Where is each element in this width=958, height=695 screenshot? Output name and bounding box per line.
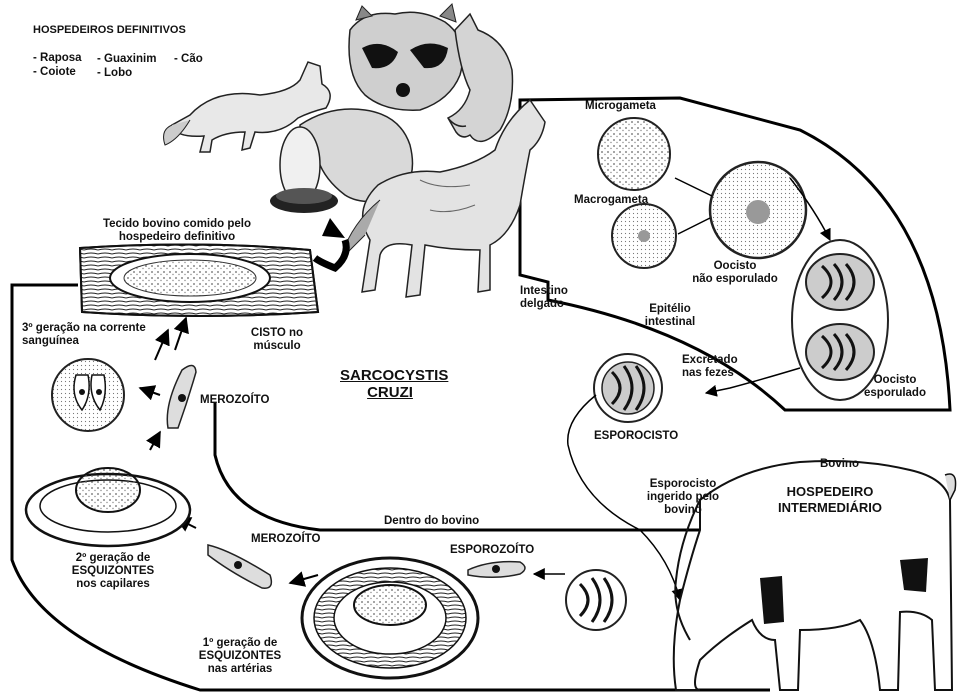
sporozoite-illustration (468, 562, 525, 578)
first-generation-label-line1: 1º geração de (185, 637, 295, 650)
inside-cow-label: Dentro do bovino (384, 515, 479, 528)
intestinal-epithelium-label-line2: intestinal (630, 316, 710, 329)
merozoite-2-illustration (167, 365, 196, 428)
host-coyote: - Coiote (33, 66, 76, 79)
intermediate-host-label-line1: HOSPEDEIRO (765, 484, 895, 500)
macrogameta-label: Macrogameta (574, 194, 648, 207)
first-generation-label-line3: nas artérias (185, 663, 295, 676)
raccoon-illustration (349, 4, 463, 110)
unsporulated-oocyst-label-line2: não esporulado (680, 273, 790, 286)
third-generation-cell (52, 359, 124, 431)
host-wolf: - Lobo (97, 67, 132, 80)
second-generation-label: 2º geração de ESQUIZONTES nos capilares (58, 552, 168, 591)
third-generation-label-line2: sanguínea (22, 335, 146, 348)
sporulated-oocyst-label-line2: esporulado (850, 387, 940, 400)
excreted-label-line2: nas fezes (682, 367, 738, 380)
merozoite-upper-label: MEROZOÍTO (200, 394, 269, 407)
definitive-hosts-heading: HOSPEDEIROS DEFINITIVOS (33, 24, 186, 37)
third-generation-label: 3º geração na corrente sanguínea (22, 322, 146, 348)
sporocyst-label: ESPOROCISTO (594, 430, 678, 443)
second-generation-schizont (26, 468, 190, 546)
ingested-sporocyst-label-line1: Esporocisto (638, 478, 728, 491)
excreted-label-line1: Excretado (682, 354, 738, 367)
ingested-sporocyst-label-line3: bovino (638, 504, 728, 517)
host-dog: - Cão (174, 53, 203, 66)
sporulated-oocyst-label-line1: Oocisto (850, 374, 940, 387)
diagram-title-line1: SARCOCYSTIS (340, 367, 440, 384)
small-intestine-label-line2: delgado (520, 298, 568, 311)
ingested-sporocyst-label: Esporocisto ingerido pelo bovino (638, 478, 728, 517)
microgameta-cell (598, 118, 670, 190)
intermediate-host-label: HOSPEDEIRO INTERMEDIÁRIO (765, 484, 895, 516)
microgameta-label: Microgameta (585, 100, 656, 113)
second-generation-label-line1: 2º geração de (58, 552, 168, 565)
tissue-label-line2: hospedeiro definitivo (82, 231, 272, 244)
unsporulated-oocyst-label-line1: Oocisto (680, 260, 790, 273)
sporozoite-label: ESPOROZOÍTO (450, 544, 534, 557)
ingested-sporocyst-illustration (534, 570, 626, 630)
diagram-title: SARCOCYSTIS CRUZI (340, 367, 440, 401)
small-intestine-label: Intestino delgado (520, 285, 568, 311)
intestinal-epithelium-label-line1: Epitélio (630, 303, 710, 316)
tissue-label-line1: Tecido bovino comido pelo (82, 218, 272, 231)
intermediate-host-label-line2: INTERMEDIÁRIO (765, 500, 895, 516)
intestinal-epithelium-label: Epitélio intestinal (630, 303, 710, 329)
excreted-label: Excretado nas fezes (682, 354, 738, 380)
first-generation-label: 1º geração de ESQUIZONTES nas artérias (185, 637, 295, 676)
unsporulated-oocyst-label: Oocisto não esporulado (680, 260, 790, 286)
bovine-tissue-illustration (80, 244, 318, 316)
bovine-label: Bovino (820, 458, 859, 471)
merozoite-lower-label: MEROZOÍTO (251, 533, 320, 546)
cyst-label: CISTO no músculo (242, 327, 312, 353)
eating-arrow (315, 240, 346, 268)
third-generation-label-line1: 3º geração na corrente (22, 322, 146, 335)
host-fox: - Raposa (33, 52, 82, 65)
tissue-label: Tecido bovino comido pelo hospedeiro def… (82, 218, 272, 244)
ingested-sporocyst-label-line2: ingerido pelo (638, 491, 728, 504)
second-generation-label-line3: nos capilares (58, 578, 168, 591)
diagram-title-line2: CRUZI (340, 384, 440, 401)
second-generation-label-line2: ESQUIZONTES (58, 565, 168, 578)
cyst-label-line1: CISTO no (242, 327, 312, 340)
first-generation-schizont (302, 558, 478, 678)
sporulated-oocyst-label: Oocisto esporulado (850, 374, 940, 400)
small-intestine-label-line1: Intestino (520, 285, 568, 298)
merozoite-1-illustration (208, 545, 271, 588)
cyst-label-line2: músculo (242, 340, 312, 353)
host-raccoon: - Guaxinim (97, 53, 156, 66)
first-generation-label-line2: ESQUIZONTES (185, 650, 295, 663)
